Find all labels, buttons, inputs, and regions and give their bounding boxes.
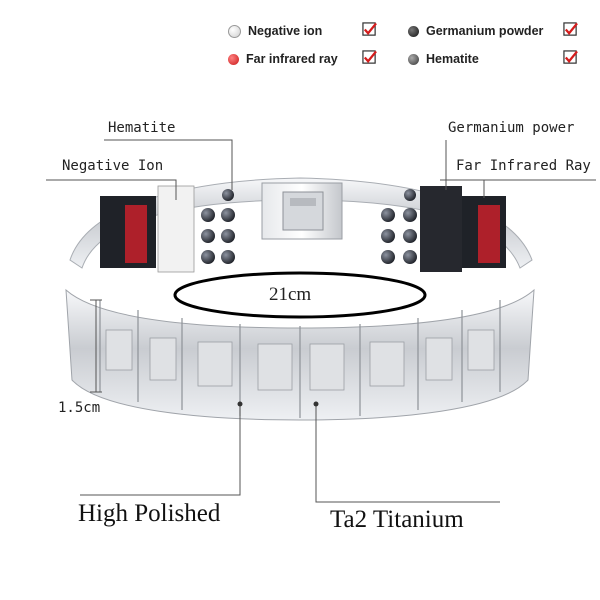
legend-item-negative-ion: Negative ion: [228, 21, 322, 41]
legend-label: Germanium powder: [426, 24, 544, 38]
checkbox-checked-icon: [362, 50, 377, 64]
checkbox-checked-icon: [563, 50, 578, 64]
callout-germanium-power: Germanium power: [448, 120, 575, 136]
legend-item-hematite: Hematite: [408, 49, 479, 69]
high-polished-label: High Polished: [78, 500, 221, 527]
feature-legend: Negative ion Far infrared ray Germanium …: [228, 18, 588, 78]
ta2-titanium-label: Ta2 Titanium: [330, 506, 464, 533]
legend-label: Hematite: [426, 52, 479, 66]
checkbox-checked-icon: [362, 22, 377, 36]
white-ball-icon: [228, 24, 241, 38]
legend-label: Far infrared ray: [246, 52, 338, 66]
legend-label: Negative ion: [248, 24, 323, 38]
red-ball-icon: [228, 53, 239, 65]
callout-far-infrared-ray: Far Infrared Ray: [456, 158, 591, 174]
width-label: 1.5cm: [58, 400, 101, 416]
length-label: 21cm: [269, 284, 312, 305]
legend-item-germanium: Germanium powder: [408, 21, 543, 41]
legend-item-far-infrared: Far infrared ray: [228, 49, 338, 69]
callout-negative-ion: Negative Ion: [62, 158, 164, 174]
callout-hematite: Hematite: [108, 120, 176, 136]
gray-ball-icon: [408, 53, 419, 65]
black-ball-icon: [408, 25, 419, 37]
checkbox-checked-icon: [563, 22, 578, 36]
